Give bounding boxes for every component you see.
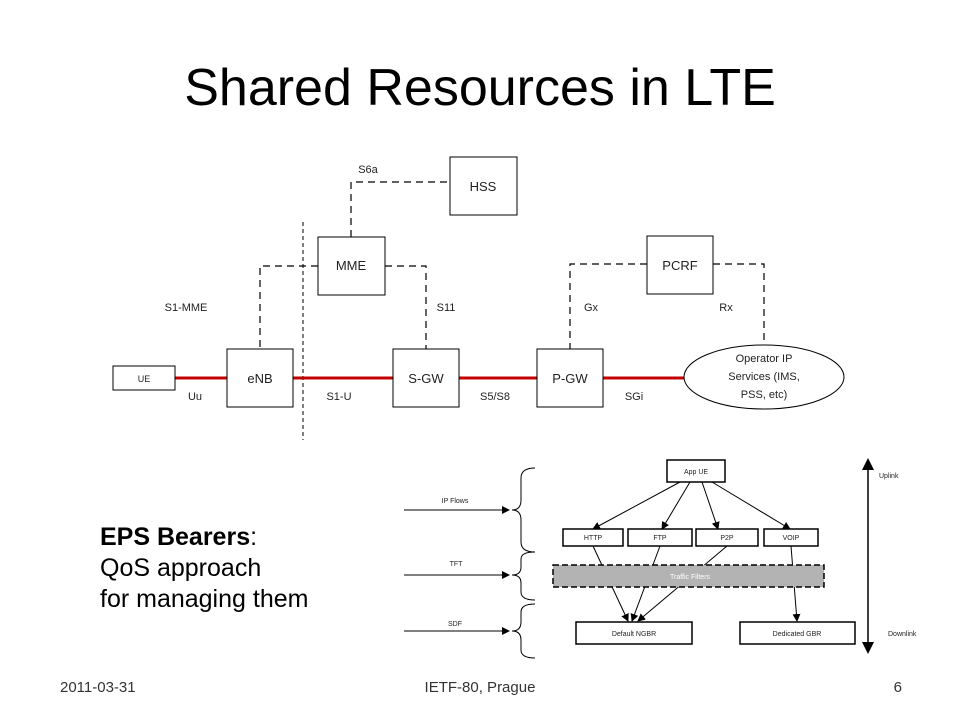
sgw-label: S-GW <box>408 371 444 386</box>
app-ftp-label: FTP <box>653 535 667 542</box>
operator-services-label-2: Services (IMS, <box>728 371 800 383</box>
dedicated-gbr-box <box>739 621 856 645</box>
eps-heading-colon: : <box>250 523 258 551</box>
enb-label: eNB <box>247 371 272 386</box>
link-rx <box>713 263 765 349</box>
app-ue-label: App UE <box>684 469 708 476</box>
footer-event: IETF-80, Prague <box>424 679 536 696</box>
app-voip-label: VOIP <box>783 535 800 542</box>
uplink-arrowhead <box>862 458 874 470</box>
pcrf-label: PCRF <box>662 258 697 273</box>
tft-label: TFT <box>450 561 464 568</box>
app-http-label: HTTP <box>584 535 603 542</box>
footer-page-number: 6 <box>893 679 902 696</box>
enb-box <box>226 348 294 408</box>
mme-box <box>317 236 386 296</box>
ue-label: UE <box>138 374 151 384</box>
interface-uu: Uu <box>188 391 202 403</box>
interface-s1-mme: S1-MME <box>165 302 208 314</box>
pgw-box <box>536 348 604 408</box>
operator-services-label-3: PSS, etc) <box>741 389 787 401</box>
interface-s11: S11 <box>437 302 456 314</box>
dedicated-gbr-label: Dedicated GBR <box>773 631 822 638</box>
operator-services-ellipse <box>683 344 845 410</box>
sgw-box <box>392 348 460 408</box>
arrow-appue-http <box>592 481 681 530</box>
hss-box <box>449 156 518 216</box>
pgw-label: P-GW <box>552 371 588 386</box>
brace-sdf <box>511 603 536 659</box>
operator-services-label-1: Operator IP <box>736 353 793 365</box>
traffic-filters-band <box>552 564 825 588</box>
interface-gx: Gx <box>584 302 599 314</box>
mme-label: MME <box>336 258 367 273</box>
link-s6a <box>350 181 450 237</box>
app-p2p-label: P2P <box>720 535 734 542</box>
uplink-label: Uplink <box>879 473 899 480</box>
arrow-appue-ftp <box>661 481 691 530</box>
interface-sgi: SGi <box>625 391 643 403</box>
link-s1-mme <box>259 265 318 349</box>
interface-s5-s8: S5/S8 <box>480 391 510 403</box>
eps-bearers-text: EPS Bearers: QoS approach for managing t… <box>100 522 308 615</box>
app-ue-box <box>666 459 726 483</box>
link-gx <box>569 263 647 349</box>
ue-box <box>112 365 176 391</box>
downlink-label: Downlink <box>888 631 917 638</box>
eps-heading-line: EPS Bearers: <box>100 522 308 553</box>
ip-flows-label: IP Flows <box>442 498 469 505</box>
arrow-appue-voip <box>711 481 791 530</box>
brace-ip-flows <box>511 467 536 553</box>
eps-line-3: for managing them <box>100 585 309 613</box>
eps-heading: EPS Bearers <box>100 523 251 551</box>
interface-s6a: S6a <box>358 164 378 176</box>
pcrf-box <box>646 235 714 295</box>
hss-label: HSS <box>470 179 497 194</box>
downlink-arrowhead <box>862 642 874 654</box>
interface-s1-u: S1-U <box>326 391 351 403</box>
arrow-appue-p2p <box>701 481 720 530</box>
eps-line-2: QoS approach <box>100 554 262 582</box>
footer-date: 2011-03-31 <box>60 679 136 696</box>
traffic-filters-label: Traffic Filters <box>670 574 711 581</box>
interface-rx: Rx <box>719 302 733 314</box>
default-ngbr-box <box>575 621 693 645</box>
sdf-label: SDF <box>448 621 462 628</box>
brace-tft <box>511 551 536 601</box>
link-s11 <box>385 265 427 349</box>
slide-title: Shared Resources in LTE <box>184 59 776 117</box>
default-ngbr-label: Default NGBR <box>612 631 656 638</box>
